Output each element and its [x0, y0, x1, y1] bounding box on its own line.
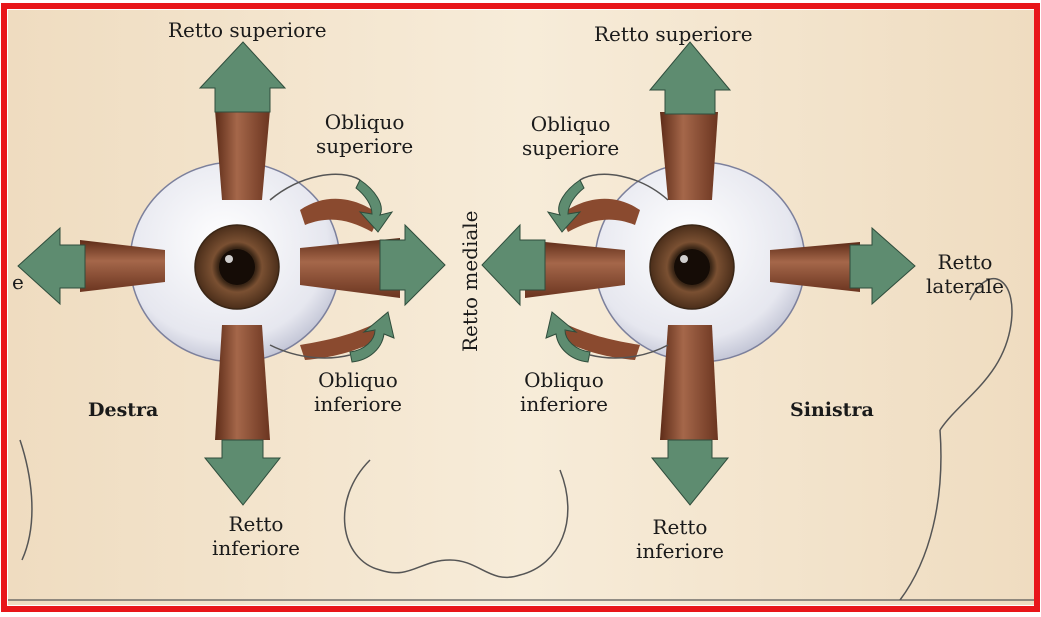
label-right-inferior-rectus-line1: Retto	[212, 512, 300, 536]
label-left-superior-oblique-line1: Obliquo	[522, 112, 619, 136]
right-pupil	[219, 249, 255, 285]
label-left-inferior-rectus-line1: Retto	[636, 515, 724, 539]
label-right-inferior-oblique-line1: Obliquo	[314, 368, 402, 392]
label-left-inferior-oblique-line2: inferiore	[520, 392, 608, 416]
label-left-inferior-oblique-line1: Obliquo	[520, 368, 608, 392]
label-left-eye-side: Sinistra	[790, 398, 874, 422]
label-right-inferior-oblique: Obliquo inferiore	[314, 368, 402, 416]
label-right-superior-oblique-line1: Obliquo	[316, 110, 413, 134]
label-left-lateral-rectus-line1: Retto	[926, 250, 1004, 274]
label-medial-rectus: Retto mediale	[458, 210, 482, 352]
label-left-inferior-oblique: Obliquo inferiore	[520, 368, 608, 416]
label-left-lateral-rectus-line2: laterale	[926, 274, 1004, 298]
label-right-inferior-rectus-line2: inferiore	[212, 536, 300, 560]
label-left-inferior-rectus-line2: inferiore	[636, 539, 724, 563]
left-pupil	[674, 249, 710, 285]
label-cut-left: e	[12, 270, 24, 294]
label-left-lateral-rectus: Retto laterale	[926, 250, 1004, 298]
label-right-superior-oblique: Obliquo superiore	[316, 110, 413, 158]
label-right-inferior-oblique-line2: inferiore	[314, 392, 402, 416]
label-right-superior-oblique-line2: superiore	[316, 134, 413, 158]
left-superior-rectus-muscle	[660, 112, 718, 200]
left-pupil-highlight	[680, 255, 688, 263]
label-left-superior-oblique: Obliquo superiore	[522, 112, 619, 160]
label-right-superior-rectus: Retto superiore	[168, 18, 327, 42]
label-left-superior-rectus: Retto superiore	[594, 22, 753, 46]
right-pupil-highlight	[225, 255, 233, 263]
right-inferior-rectus-muscle	[215, 325, 270, 440]
label-left-inferior-rectus: Retto inferiore	[636, 515, 724, 563]
label-right-eye-side: Destra	[88, 398, 158, 422]
right-superior-rectus-muscle	[215, 110, 270, 200]
label-left-superior-oblique-line2: superiore	[522, 136, 619, 160]
left-inferior-rectus-muscle	[660, 325, 718, 440]
label-right-inferior-rectus: Retto inferiore	[212, 512, 300, 560]
